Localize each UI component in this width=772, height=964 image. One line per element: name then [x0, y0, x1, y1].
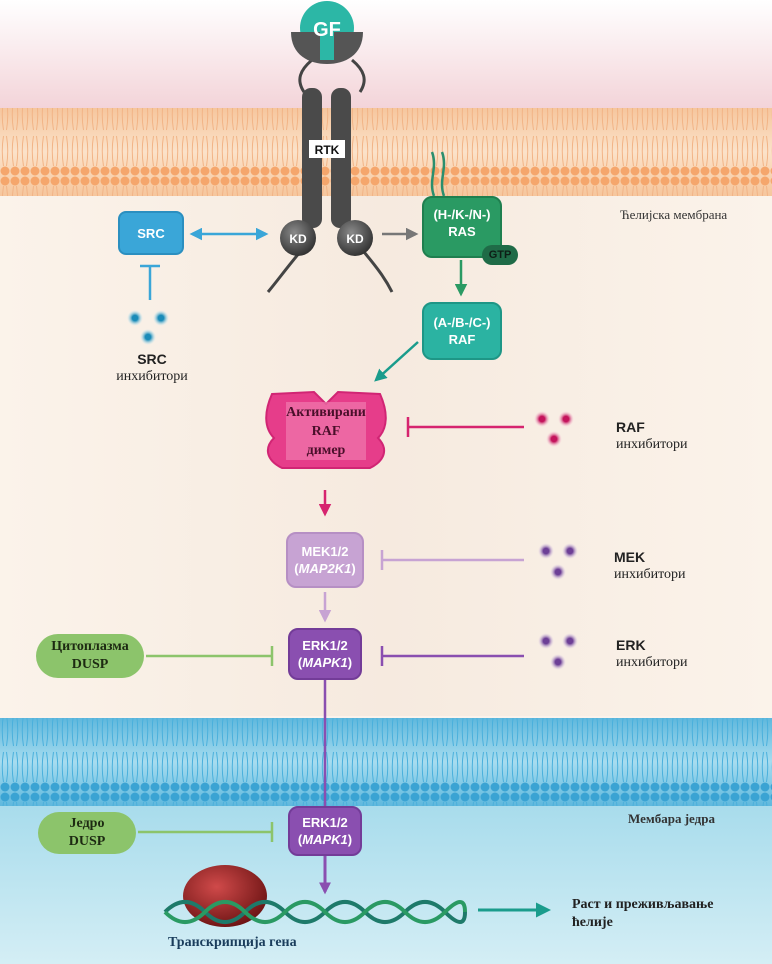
kd-right-label: KD: [346, 232, 364, 246]
outcome-label: Раст и преживљавање ћелије: [572, 896, 713, 932]
gtp-badge: GTP: [482, 245, 518, 265]
dusp-cyto-node: Цитоплазма DUSP: [36, 634, 144, 678]
mek-inhibitor-molecules: [538, 543, 578, 580]
raf-inhibitor-molecules: [534, 411, 574, 447]
mek-node: MEK1/2 (MAP2K1): [286, 532, 364, 588]
mek-inhibitor-name: MEK: [614, 549, 646, 565]
raf-dimer-line1: Активирани: [286, 404, 366, 420]
dusp-cyto-line1: Цитоплазма: [51, 639, 129, 654]
ras-line2: RAS: [448, 224, 476, 239]
raf-dimer-line3: димер: [306, 442, 346, 458]
mek-gene: MAP2K1: [298, 561, 352, 576]
rtk-receptor: [266, 58, 394, 293]
kd-right-domain: [337, 220, 373, 256]
raf-line1: (A-/B-/C-): [433, 315, 491, 330]
dusp-nuc-node: Једро DUSP: [38, 812, 136, 854]
raf-inhibitor-label: RAF инхибитори: [616, 418, 688, 454]
erk-nuc-line2-wrap: (MAPK1): [297, 832, 353, 847]
mek-line2-wrap: (MAP2K1): [294, 561, 356, 576]
mek-line1: MEK1/2: [301, 544, 349, 559]
ras-lipid-anchor: [430, 151, 446, 197]
src-inhibitor-name: SRC: [137, 351, 167, 367]
erk-cyto-node: ERK1/2 (MAPK1): [288, 628, 362, 680]
erk-cyto-line2-wrap: (MAPK1): [297, 655, 353, 670]
dusp-cytoplasm-inhibition: [146, 646, 274, 666]
growth-factor: [291, 1, 363, 64]
erk-inhibitor-label: ERK инхибитори: [616, 636, 688, 672]
erk-nuc-gene: MAPK1: [302, 832, 348, 847]
erk-cyto-line1: ERK1/2: [302, 638, 348, 653]
outcome-line1: Раст и преживљавање: [572, 897, 714, 912]
src-inhibitor-word: инхибитори: [116, 369, 188, 384]
kd-left-label: KD: [289, 232, 307, 246]
ras-line1: (H-/K-/N-): [433, 207, 491, 222]
mek-inhibitor-label: MEK инхибитори: [614, 548, 686, 584]
src-node: SRC: [118, 211, 184, 255]
erk-inhibitor-name: ERK: [616, 637, 646, 653]
erk-inhibitor-word: инхибитори: [616, 655, 688, 670]
raf-inhibitor-word: инхибитори: [616, 437, 688, 452]
erk-cyto-gene: MAPK1: [302, 655, 348, 670]
erk-nuc-node: ERK1/2 (MAPK1): [288, 806, 362, 856]
dusp-cyto-line2: DUSP: [71, 657, 109, 672]
mek-inhibition: [380, 550, 524, 570]
raf-dimer-highlight: [286, 402, 366, 460]
transcription-label: Транскрипција гена: [168, 935, 297, 950]
raf-inhibition: [406, 417, 524, 437]
mek-inhibitor-word: инхибитори: [614, 567, 686, 582]
erk-inhibitor-molecules: [538, 633, 578, 670]
src-inhibition: [140, 264, 160, 300]
outcome-line2: ћелије: [572, 915, 613, 930]
nuclear-membrane-label: Мембара једра: [628, 811, 715, 826]
cell-membrane: [0, 108, 772, 196]
erk-nuc-line1: ERK1/2: [302, 815, 348, 830]
rtk-label: RTK: [315, 143, 340, 157]
gtp-label: GTP: [488, 248, 512, 261]
raf-dimer-text: Активирани RAF димер: [272, 400, 380, 462]
dusp-nuc-line2: DUSP: [68, 834, 106, 849]
erk-inhibition: [380, 646, 524, 666]
gf-label: GF: [313, 19, 341, 41]
kd-left-domain: [280, 220, 316, 256]
raf-node: (A-/B-/C-) RAF: [422, 302, 502, 360]
dna-helix: [163, 900, 467, 924]
src-inhibitor-label: SRC инхибитори: [104, 350, 200, 386]
nuclear-membrane: [0, 718, 772, 806]
raf-dimer-line2: RAF: [311, 423, 341, 439]
dusp-nucleus-inhibition: [138, 822, 274, 842]
raf-inhibitor-name: RAF: [616, 419, 645, 435]
dusp-nuc-line1: Једро: [69, 816, 105, 831]
src-node-label: SRC: [137, 225, 165, 241]
cell-membrane-label: Ћелијска мембрана: [620, 207, 728, 222]
raf-dimer-arrow: [374, 341, 419, 382]
ras-node: (H-/K-/N-) RAS: [422, 196, 502, 258]
src-inhibitor-molecules: [127, 310, 169, 345]
extracellular-region: [0, 0, 772, 110]
raf-line2: RAF: [448, 332, 476, 347]
